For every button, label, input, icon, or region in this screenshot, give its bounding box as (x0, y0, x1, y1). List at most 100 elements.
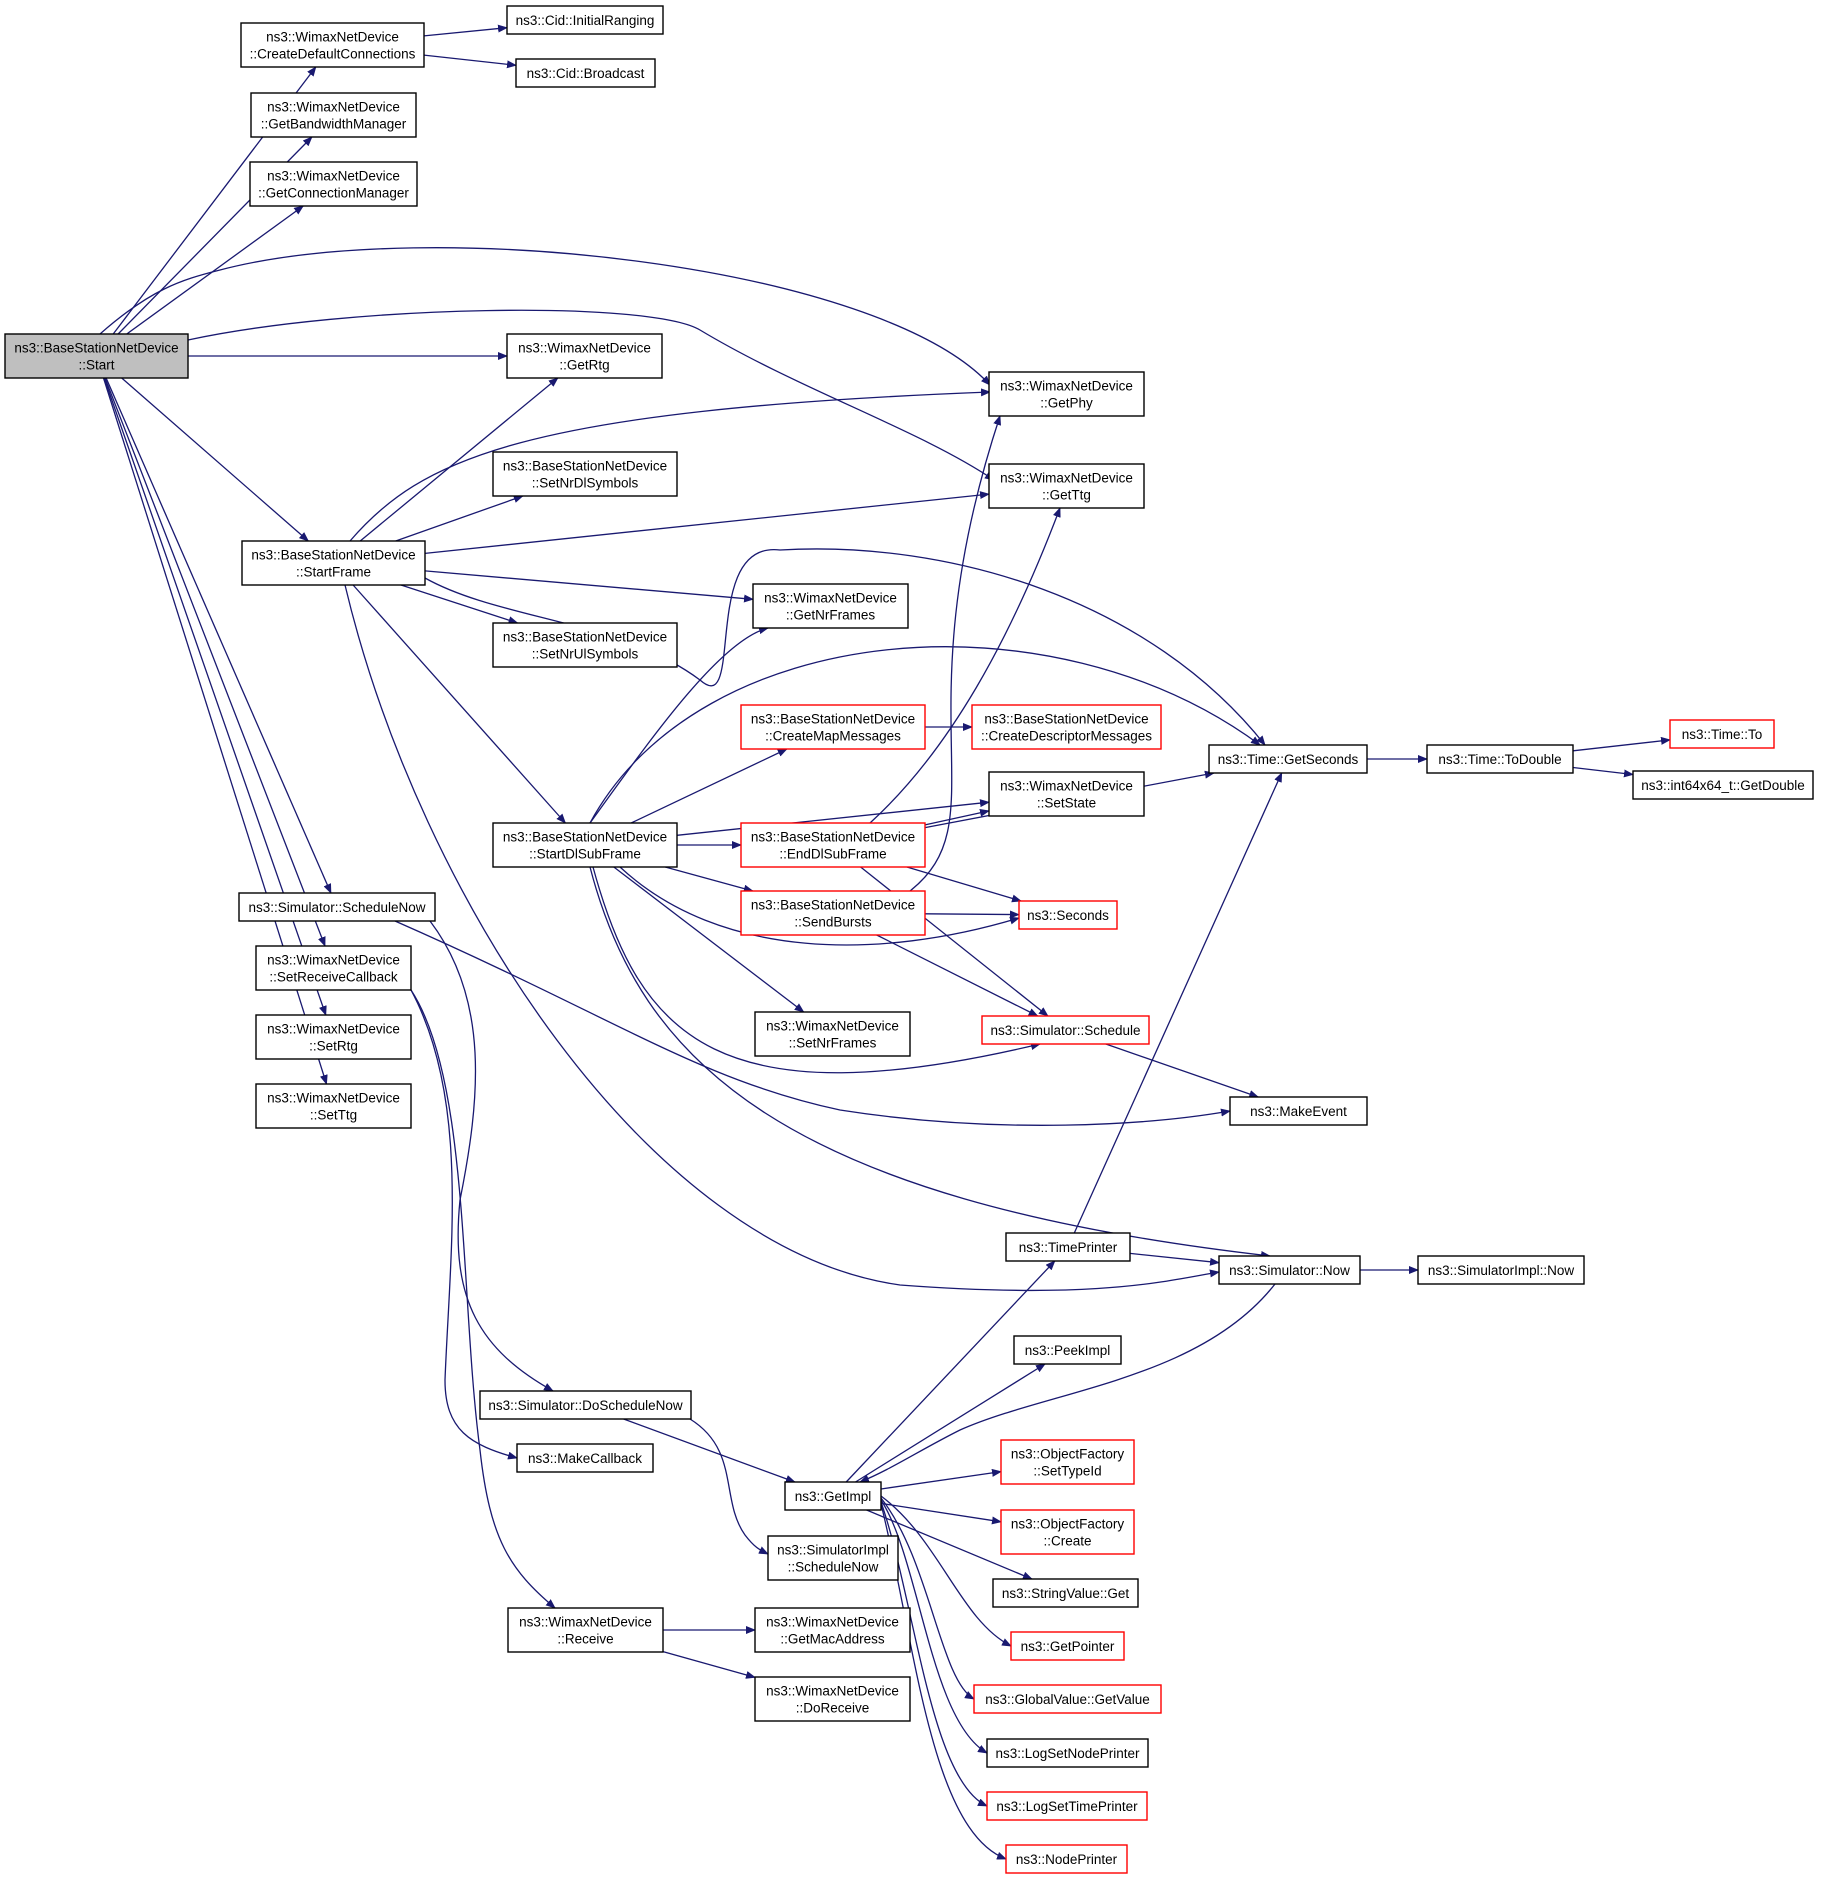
node-gptr[interactable]: ns3::GetPointer (1010, 1631, 1125, 1661)
node-box[interactable] (241, 540, 426, 586)
node-peek[interactable]: ns3::PeekImpl (1013, 1335, 1122, 1365)
node-box[interactable] (988, 371, 1145, 417)
node-box[interactable] (1005, 1844, 1128, 1874)
node-box[interactable] (479, 1390, 692, 1420)
node-box[interactable] (492, 451, 678, 497)
node-ssn[interactable]: ns3::Simulator::ScheduleNow (238, 892, 436, 922)
node-edsf[interactable]: ns3::BaseStationNetDevice::EndDlSubFrame (740, 822, 926, 868)
node-box[interactable] (249, 161, 418, 207)
node-secs[interactable]: ns3::Seconds (1018, 900, 1118, 930)
node-tpr[interactable]: ns3::TimePrinter (1005, 1232, 1131, 1262)
node-box[interactable] (492, 822, 678, 868)
node-box[interactable] (240, 22, 425, 68)
node-box[interactable] (255, 1083, 412, 1129)
node-sbur[interactable]: ns3::BaseStationNetDevice::SendBursts (740, 890, 926, 936)
node-snus[interactable]: ns3::BaseStationNetDevice::SetNrUlSymbol… (492, 622, 678, 668)
node-gnf[interactable]: ns3::WimaxNetDevice::GetNrFrames (752, 583, 909, 629)
node-box[interactable] (1669, 719, 1775, 749)
node-box[interactable] (1018, 900, 1118, 930)
node-mcb[interactable]: ns3::MakeCallback (516, 1443, 654, 1473)
node-sinow[interactable]: ns3::SimulatorImpl::Now (1417, 1255, 1585, 1285)
node-box[interactable] (992, 1578, 1139, 1608)
node-box[interactable] (492, 622, 678, 668)
node-svg[interactable]: ns3::StringValue::Get (992, 1578, 1139, 1608)
node-box[interactable] (255, 1014, 412, 1060)
node-box[interactable] (506, 333, 663, 379)
node-start[interactable]: ns3::BaseStationNetDevice::Start (4, 333, 189, 379)
node-box[interactable] (506, 5, 664, 35)
node-setrtg[interactable]: ns3::WimaxNetDevice::SetRtg (255, 1014, 412, 1060)
node-initr[interactable]: ns3::Cid::InitialRanging (506, 5, 664, 35)
node-gimpl[interactable]: ns3::GetImpl (784, 1481, 882, 1511)
node-npr[interactable]: ns3::NodePrinter (1005, 1844, 1128, 1874)
node-box[interactable] (767, 1535, 899, 1581)
node-sstate[interactable]: ns3::WimaxNetDevice::SetState (988, 771, 1145, 817)
node-snf[interactable]: ns3::WimaxNetDevice::SetNrFrames (754, 1011, 911, 1057)
node-setttg[interactable]: ns3::WimaxNetDevice::SetTtg (255, 1083, 412, 1129)
node-src[interactable]: ns3::WimaxNetDevice::SetReceiveCallback (255, 945, 412, 991)
node-ssch[interactable]: ns3::Simulator::Schedule (981, 1015, 1150, 1045)
node-sisn[interactable]: ns3::SimulatorImpl::ScheduleNow (767, 1535, 899, 1581)
node-box[interactable] (516, 1443, 654, 1473)
node-box[interactable] (1013, 1335, 1122, 1365)
node-box[interactable] (250, 92, 417, 138)
node-box[interactable] (971, 704, 1162, 750)
node-ofst[interactable]: ns3::ObjectFactory::SetTypeId (1000, 1439, 1135, 1485)
node-gcm[interactable]: ns3::WimaxNetDevice::GetConnectionManage… (249, 161, 418, 207)
node-cdm[interactable]: ns3::BaseStationNetDevice::CreateDescrip… (971, 704, 1162, 750)
node-box[interactable] (1426, 744, 1574, 774)
node-box[interactable] (4, 333, 189, 379)
node-lsnp[interactable]: ns3::LogSetNodePrinter (986, 1738, 1149, 1768)
node-box[interactable] (1632, 770, 1814, 800)
node-getrtg[interactable]: ns3::WimaxNetDevice::GetRtg (506, 333, 663, 379)
node-box[interactable] (752, 583, 909, 629)
node-box[interactable] (986, 1738, 1149, 1768)
node-box[interactable] (1000, 1509, 1135, 1555)
node-box[interactable] (1229, 1096, 1368, 1126)
node-box[interactable] (740, 890, 926, 936)
node-sdsf[interactable]: ns3::BaseStationNetDevice::StartDlSubFra… (492, 822, 678, 868)
node-box[interactable] (1005, 1232, 1131, 1262)
node-box[interactable] (973, 1684, 1162, 1714)
node-box[interactable] (255, 945, 412, 991)
node-tgs[interactable]: ns3::Time::GetSeconds (1208, 744, 1368, 774)
node-box[interactable] (740, 704, 926, 750)
node-drecv[interactable]: ns3::WimaxNetDevice::DoReceive (754, 1676, 911, 1722)
node-cmm[interactable]: ns3::BaseStationNetDevice::CreateMapMess… (740, 704, 926, 750)
node-snow[interactable]: ns3::Simulator::Now (1218, 1255, 1361, 1285)
node-gbm[interactable]: ns3::WimaxNetDevice::GetBandwidthManager (250, 92, 417, 138)
node-box[interactable] (988, 463, 1145, 509)
node-gmac[interactable]: ns3::WimaxNetDevice::GetMacAddress (754, 1607, 911, 1653)
node-mev[interactable]: ns3::MakeEvent (1229, 1096, 1368, 1126)
node-box[interactable] (238, 892, 436, 922)
node-lstp[interactable]: ns3::LogSetTimePrinter (986, 1791, 1148, 1821)
node-tto[interactable]: ns3::Time::To (1669, 719, 1775, 749)
node-ofc[interactable]: ns3::ObjectFactory::Create (1000, 1509, 1135, 1555)
node-snds[interactable]: ns3::BaseStationNetDevice::SetNrDlSymbol… (492, 451, 678, 497)
node-box[interactable] (988, 771, 1145, 817)
node-box[interactable] (754, 1011, 911, 1057)
node-box[interactable] (986, 1791, 1148, 1821)
node-bcast[interactable]: ns3::Cid::Broadcast (515, 58, 656, 88)
node-sf[interactable]: ns3::BaseStationNetDevice::StartFrame (241, 540, 426, 586)
node-box[interactable] (1000, 1439, 1135, 1485)
node-i64[interactable]: ns3::int64x64_t::GetDouble (1632, 770, 1814, 800)
node-gvgv[interactable]: ns3::GlobalValue::GetValue (973, 1684, 1162, 1714)
node-getphy[interactable]: ns3::WimaxNetDevice::GetPhy (988, 371, 1145, 417)
node-box[interactable] (740, 822, 926, 868)
node-box[interactable] (1417, 1255, 1585, 1285)
node-getttg[interactable]: ns3::WimaxNetDevice::GetTtg (988, 463, 1145, 509)
node-box[interactable] (515, 58, 656, 88)
node-ttd[interactable]: ns3::Time::ToDouble (1426, 744, 1574, 774)
node-box[interactable] (784, 1481, 882, 1511)
node-cdc[interactable]: ns3::WimaxNetDevice::CreateDefaultConnec… (240, 22, 425, 68)
node-box[interactable] (1218, 1255, 1361, 1285)
node-recv[interactable]: ns3::WimaxNetDevice::Receive (507, 1607, 664, 1653)
node-box[interactable] (754, 1676, 911, 1722)
node-box[interactable] (1010, 1631, 1125, 1661)
node-box[interactable] (754, 1607, 911, 1653)
node-box[interactable] (981, 1015, 1150, 1045)
node-box[interactable] (507, 1607, 664, 1653)
node-dsn[interactable]: ns3::Simulator::DoScheduleNow (479, 1390, 692, 1420)
node-box[interactable] (1208, 744, 1368, 774)
